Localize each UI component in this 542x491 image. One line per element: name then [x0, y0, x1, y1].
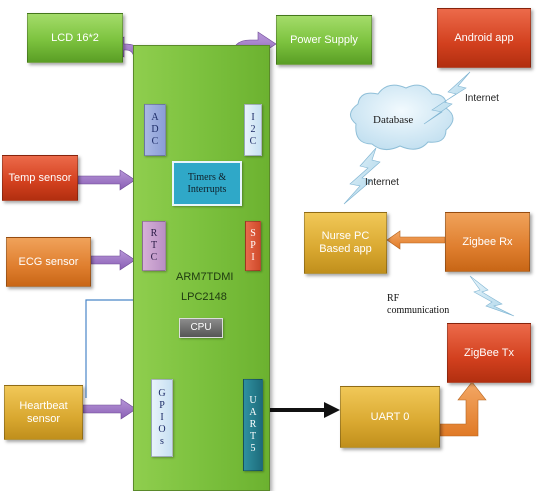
- internet-mid-bolt: [343, 147, 381, 205]
- zigbee-tx-block: ZigBee Tx: [447, 323, 531, 383]
- android-app-block: Android app: [437, 8, 531, 68]
- android-app-label: Android app: [454, 31, 514, 44]
- zigbee-rx-label: Zigbee Rx: [462, 235, 513, 248]
- mcu-name-line1: ARM7TDMI: [176, 271, 234, 283]
- rf-label-line1: RF: [387, 293, 400, 304]
- ecg-to-mcu-arrow: [90, 249, 136, 271]
- ecg-sensor-block: ECG sensor: [6, 237, 91, 287]
- temp-to-mcu-arrow: [77, 169, 136, 191]
- mcu-name-line2: LPC2148: [181, 291, 227, 303]
- cpu-block: CPU: [179, 318, 223, 338]
- internet-top-bolt: [423, 71, 471, 125]
- lcd-block: LCD 16*2: [27, 13, 123, 63]
- temp-sensor-label: Temp sensor: [8, 171, 72, 184]
- cpu-label: CPU: [190, 322, 212, 333]
- timers-interrupts-block: Timers & Interrupts: [172, 161, 242, 206]
- timers-interrupts-label: Timers & Interrupts: [187, 171, 227, 195]
- nurse-pc-app-block: Nurse PC Based app: [304, 212, 387, 274]
- uart0-to-zigbee-tx-arrow: [439, 381, 487, 437]
- zigbee-rx-block: Zigbee Rx: [445, 212, 530, 272]
- power-supply-block: Power Supply: [276, 15, 372, 65]
- uart0-block: UART 0: [340, 386, 440, 448]
- internet-mid-label: Internet: [365, 177, 399, 188]
- zigbee-tx-label: ZigBee Tx: [464, 346, 514, 359]
- internet-top-label: Internet: [465, 93, 499, 104]
- rf-bolt: [469, 275, 515, 317]
- temp-sensor-block: Temp sensor: [2, 155, 78, 201]
- nurse-pc-app-label: Nurse PC Based app: [319, 230, 372, 255]
- heartbeat-to-mcu-arrow: [82, 398, 137, 420]
- power-supply-label: Power Supply: [290, 33, 358, 46]
- uart0-label: UART 0: [370, 410, 410, 423]
- rf-label-line2: communication: [387, 305, 450, 316]
- lcd-label: LCD 16*2: [51, 31, 99, 44]
- zigbee-rx-to-nurse-arrow: [386, 230, 446, 250]
- heartbeat-sensor-label: Heartbeat sensor: [19, 399, 68, 425]
- database-label: Database: [373, 114, 414, 126]
- heartbeat-sensor-block: Heartbeat sensor: [4, 385, 83, 440]
- ecg-sensor-label: ECG sensor: [18, 255, 79, 268]
